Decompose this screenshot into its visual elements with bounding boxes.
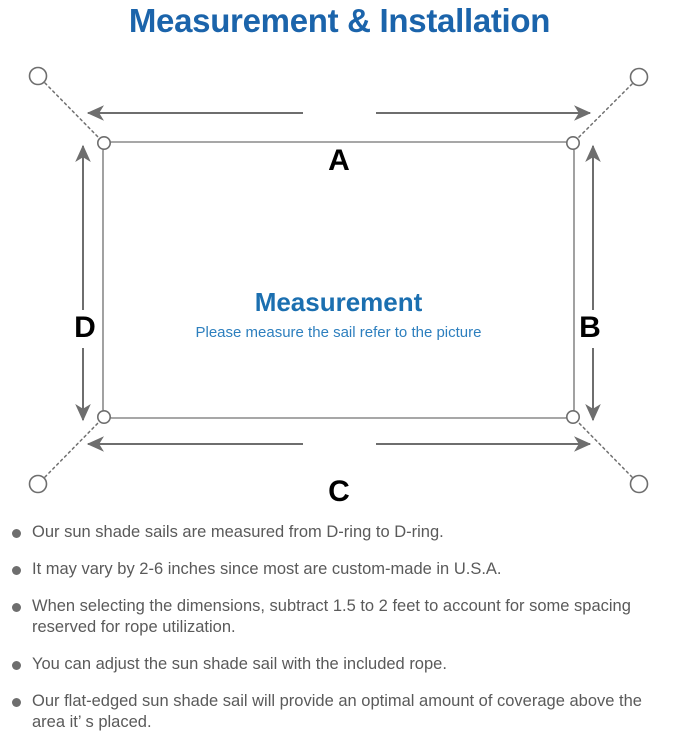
diagram-center-subheading: Please measure the sail refer to the pic… <box>195 324 482 341</box>
page-title: Measurement & Installation <box>128 2 551 39</box>
note-text: Our sun shade sails are measured from D-… <box>32 523 444 541</box>
anchor-point-top-left <box>28 66 48 86</box>
note-text: It may vary by 2-6 inches since most are… <box>32 560 502 578</box>
list-item: It may vary by 2-6 inches since most are… <box>12 559 672 580</box>
note-text: When selecting the dimensions, subtract … <box>32 597 631 636</box>
d-ring-icon-top-left <box>97 136 112 151</box>
sail-shape <box>102 141 575 419</box>
bullet-icon <box>12 661 21 670</box>
d-ring-icon-bottom-right <box>565 409 580 424</box>
bullet-icon <box>12 603 21 612</box>
list-item: When selecting the dimensions, subtract … <box>12 596 672 638</box>
bullet-icon <box>12 529 21 538</box>
d-ring-icon-bottom-left <box>97 409 112 424</box>
list-item: Our sun shade sails are measured from D-… <box>12 522 672 543</box>
dimension-label-c: C <box>328 475 350 508</box>
rope-line-bottom-right <box>577 421 633 478</box>
dimension-label-b: B <box>579 311 601 344</box>
anchor-point-bottom-left <box>28 474 48 494</box>
diagram-svg <box>28 66 649 494</box>
list-item: Our flat-edged sun shade sail will provi… <box>12 691 672 733</box>
anchor-point-bottom-right <box>629 474 649 494</box>
bullet-icon <box>12 566 21 575</box>
dimension-label-d: D <box>74 311 96 344</box>
dimension-label-a: A <box>328 144 350 177</box>
bullet-icon <box>12 698 21 707</box>
note-text: Our flat-edged sun shade sail will provi… <box>32 692 642 731</box>
note-text: You can adjust the sun shade sail with t… <box>32 655 447 673</box>
shade-sail-measurement-diagram: A B C D Measurement Please measure the s… <box>0 48 679 510</box>
anchor-point-top-right <box>629 67 649 87</box>
diagram-center-text: Measurement Please measure the sail refe… <box>103 286 574 343</box>
diagram-center-heading: Measurement <box>254 287 423 317</box>
list-item: You can adjust the sun shade sail with t… <box>12 654 672 675</box>
d-ring-icon-top-right <box>565 136 580 151</box>
rope-line-top-left <box>44 82 100 139</box>
notes-list: Our sun shade sails are measured from D-… <box>12 522 672 749</box>
rope-line-bottom-left <box>44 421 100 478</box>
rope-line-top-right <box>577 83 633 139</box>
